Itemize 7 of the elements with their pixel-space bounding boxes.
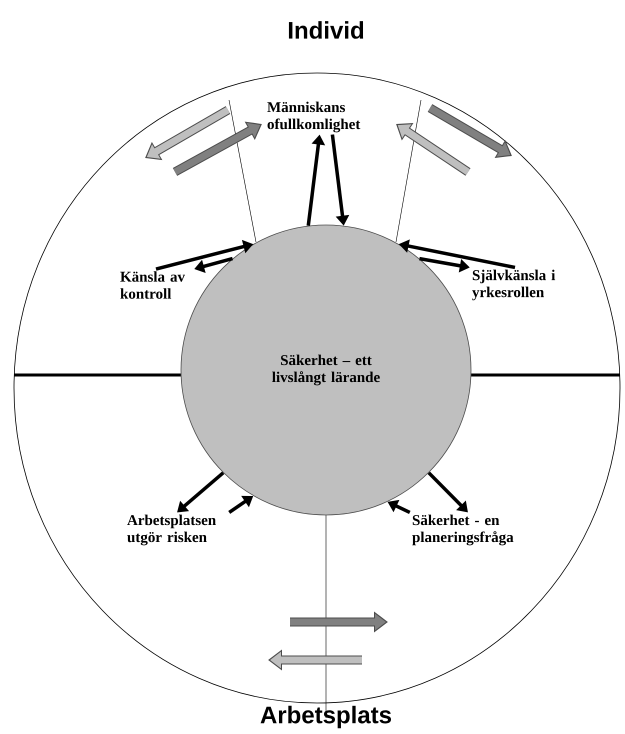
sector-label: Säkerhet - en planeringsfråga — [412, 514, 514, 546]
sector-label: Självkänsla i yrkesrollen — [472, 270, 556, 300]
arrow — [428, 472, 468, 512]
title: Arbetsplats — [260, 706, 392, 728]
sector-label: Arbetsplatsen utgör risken — [127, 514, 216, 546]
sector-label: Människans ofullkomlighet — [267, 102, 360, 132]
title: Individ — [288, 21, 364, 39]
